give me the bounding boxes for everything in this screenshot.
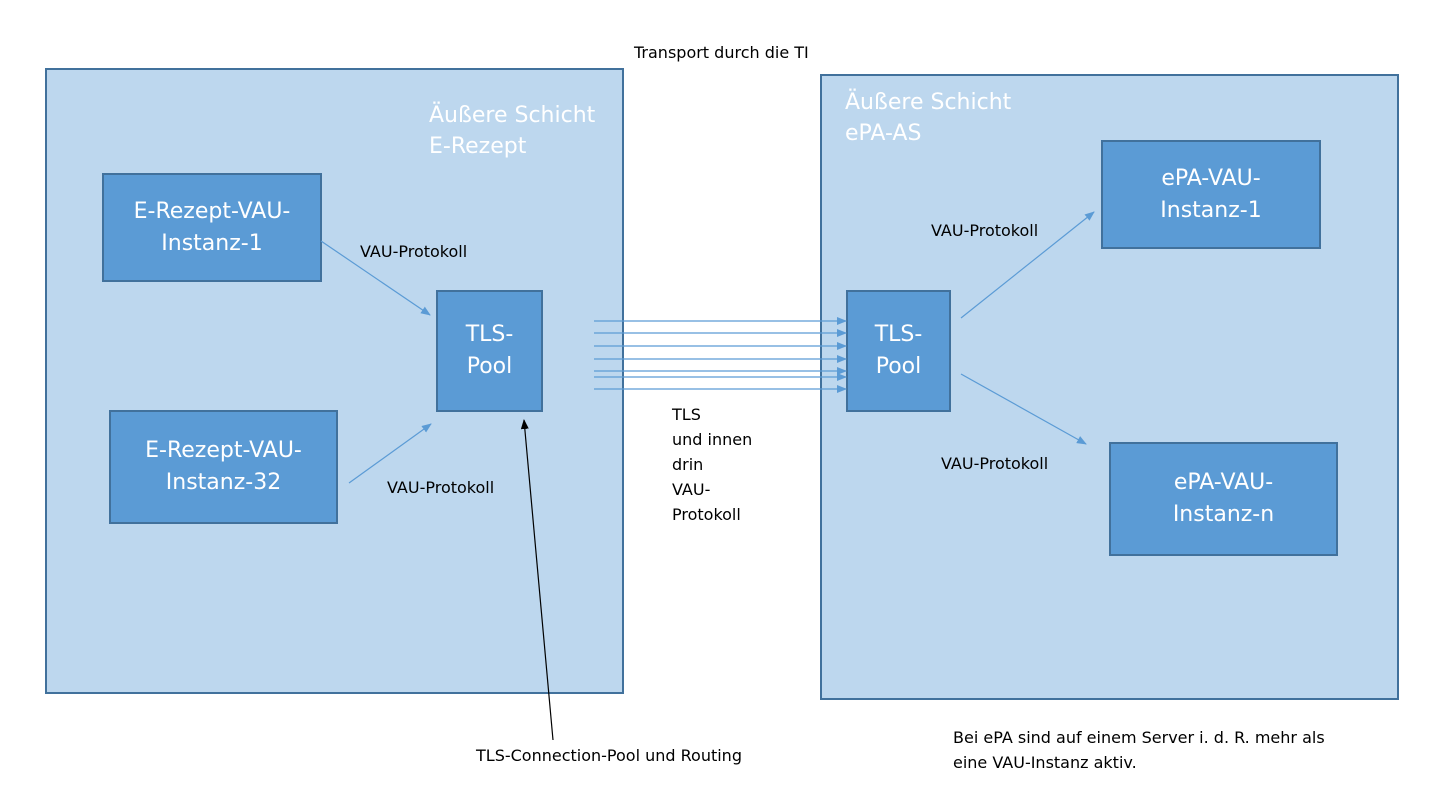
transport-line-bundle: [594, 317, 847, 393]
tls-pool-left: TLS- Pool: [436, 290, 543, 412]
transport-protocol-label: TLS und innen drin VAU- Protokoll: [672, 405, 753, 524]
pool-routing-note: TLS-Connection-Pool und Routing: [476, 746, 742, 765]
outer-layer-e-rezept-title: Äußere Schicht E-Rezept: [429, 103, 596, 159]
epa-vau-instance-n: ePA-VAU- Instanz-n: [1109, 442, 1338, 556]
vau-protocol-label-left-bottom: VAU-Protokoll: [387, 478, 495, 497]
epa-server-note: Bei ePA sind auf einem Server i. d. R. m…: [953, 728, 1325, 772]
e-rezept-vau-instance-32: E-Rezept-VAU- Instanz-32: [109, 410, 338, 524]
e-rezept-vau-instance-1: E-Rezept-VAU- Instanz-1: [102, 173, 322, 282]
transport-caption: Transport durch die TI: [634, 43, 809, 62]
epa-vau-instance-1: ePA-VAU- Instanz-1: [1101, 140, 1321, 249]
vau-protocol-label-left-top: VAU-Protokoll: [360, 242, 468, 261]
vau-protocol-label-right-bottom: VAU-Protokoll: [941, 454, 1049, 473]
tls-pool-right: TLS- Pool: [846, 290, 951, 412]
outer-layer-epa-as-title: Äußere Schicht ePA-AS: [845, 90, 1012, 146]
vau-protocol-label-right-top: VAU-Protokoll: [931, 221, 1039, 240]
